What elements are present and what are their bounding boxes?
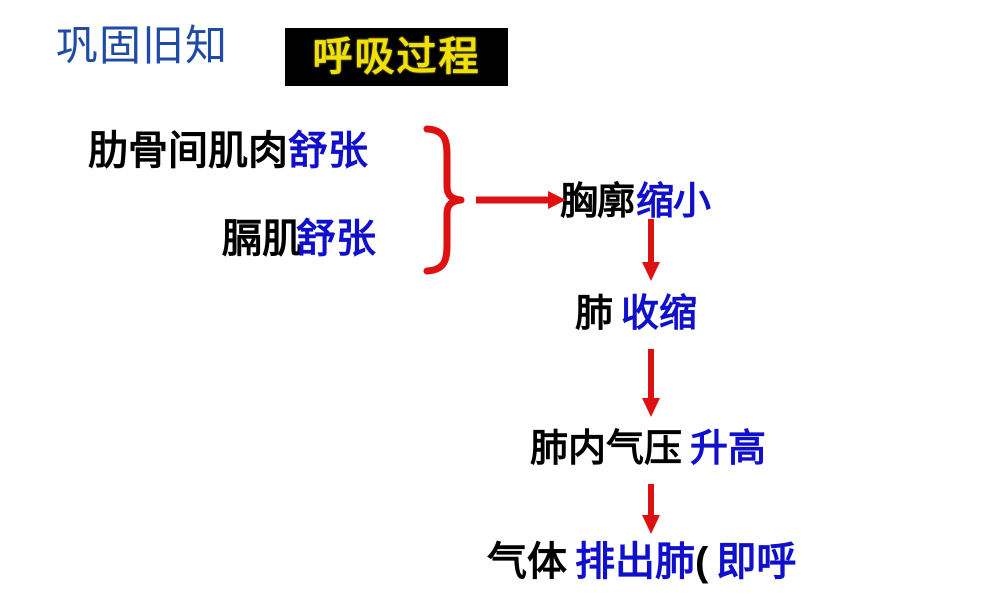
node-lung: 肺收缩: [575, 295, 697, 333]
node-thorax-state: 缩小: [636, 181, 711, 223]
node-gas-out-subject: 气体: [487, 540, 567, 584]
node-lung-pressure-state: 升高: [690, 428, 767, 470]
node-gas-out: 气体排出肺(即呼: [487, 542, 796, 582]
node-thorax: 胸廓缩小: [560, 181, 711, 223]
brace-connector: [423, 125, 465, 275]
node-lung-pressure: 肺内气压升高: [530, 430, 766, 468]
arrow-down-icon-lung-to-pressure: [642, 349, 660, 417]
node-diaphragm-subject: 膈肌: [222, 217, 302, 261]
node-ribs: 肋骨间肌肉舒张: [88, 131, 368, 171]
arrow-down-icon-pressure-to-gasout: [642, 484, 660, 534]
arrow-right-icon: [476, 191, 566, 209]
node-ribs-state: 舒张: [288, 129, 368, 173]
node-lung-pressure-subject: 肺内气压: [530, 428, 683, 470]
node-lung-state: 收缩: [621, 293, 698, 335]
node-lung-subject: 肺: [575, 293, 614, 335]
node-thorax-subject: 胸廓: [560, 181, 635, 223]
page-title: 巩固旧知: [56, 24, 229, 70]
node-diaphragm: 膈肌舒张: [222, 219, 376, 259]
node-gas-out-suffix: 即呼: [716, 540, 797, 584]
node-diaphragm-state: 舒张: [296, 217, 376, 261]
arrow-down-icon-thorax-to-lung: [642, 219, 660, 281]
node-ribs-subject: 肋骨间肌肉: [88, 129, 288, 173]
node-gas-out-state: 排出肺: [575, 540, 695, 584]
topic-title-box: 呼吸过程: [285, 28, 508, 86]
node-gas-out-paren: (: [695, 540, 709, 584]
topic-title-label: 呼吸过程: [312, 34, 481, 79]
